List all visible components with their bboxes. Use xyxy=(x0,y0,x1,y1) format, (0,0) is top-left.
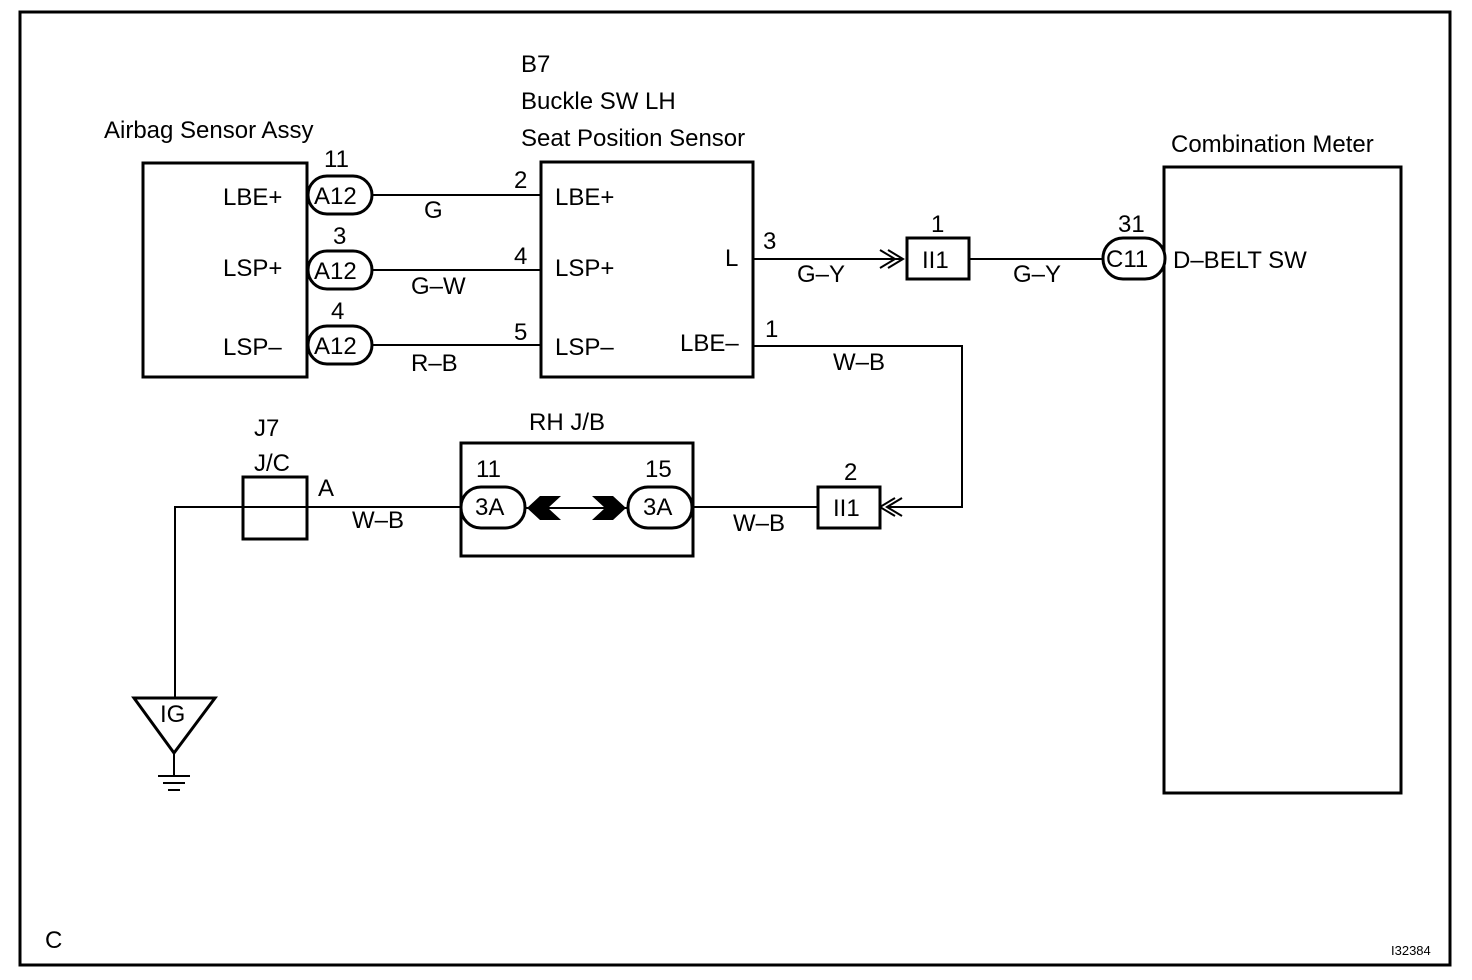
figure-id: I32384 xyxy=(1391,943,1431,958)
buckle-pin-number-1: 1 xyxy=(765,316,778,343)
buckle-pin-lbe-plus: LBE+ xyxy=(555,184,614,211)
airbag-pin-number-4: 4 xyxy=(331,298,344,325)
meter-box xyxy=(1162,165,1403,795)
buckle-pin-number-4: 4 xyxy=(514,243,527,270)
connector-arrow-left-1 xyxy=(885,497,903,517)
buckle-pin-number-2: 2 xyxy=(514,167,527,194)
ii1-top-pin-number: 1 xyxy=(931,211,944,238)
meter-pin-d-belt-sw: D–BELT SW xyxy=(1173,247,1307,274)
wire-to-ground xyxy=(174,506,243,698)
ii1-bottom-pin-number: 2 xyxy=(844,459,857,486)
buckle-pin-lsp-plus: LSP+ xyxy=(555,255,614,282)
rh-jb-chevron-right xyxy=(592,496,626,520)
buckle-box xyxy=(539,160,755,379)
buckle-pin-l: L xyxy=(725,245,738,272)
airbag-pin-lsp-minus: LSP– xyxy=(223,334,282,361)
connector-arrow-right-2 xyxy=(887,249,905,269)
ii1-top-label: II1 xyxy=(922,247,949,274)
connector-arrow-right-1 xyxy=(879,249,897,269)
wire-w-b-3-label: W–B xyxy=(352,507,404,534)
corner-label: C xyxy=(45,927,62,954)
airbag-pin-number-3: 3 xyxy=(333,223,346,250)
wire-g-label: G xyxy=(424,197,443,224)
jc-code: J7 xyxy=(254,415,279,442)
jc-title: J/C xyxy=(254,450,290,477)
ii1-bottom-label: II1 xyxy=(833,495,860,522)
jc-terminal-a: A xyxy=(318,475,334,502)
rh-jb-left-connector-label: 3A xyxy=(475,494,504,521)
wire-g-y-1-label: G–Y xyxy=(797,261,845,288)
buckle-pin-lbe-minus: LBE– xyxy=(680,330,739,357)
ground-ig-label: IG xyxy=(160,701,185,728)
airbag-sensor-box xyxy=(141,161,309,379)
ii1-bottom-connector xyxy=(816,485,882,530)
rh-jb-right-connector-label: 3A xyxy=(643,494,672,521)
meter-pin-number: 31 xyxy=(1118,211,1145,238)
connector-c11 xyxy=(1101,236,1167,281)
airbag-pin-number-11: 11 xyxy=(324,146,349,173)
buckle-pin-number-3: 3 xyxy=(763,228,776,255)
buckle-pin-number-5: 5 xyxy=(514,319,527,346)
airbag-sensor-title: Airbag Sensor Assy xyxy=(104,117,313,144)
rh-jb-chevron-left xyxy=(527,496,561,520)
wire-g-w-label: G–W xyxy=(411,273,466,300)
wire-w-b-1 xyxy=(753,345,963,508)
wire-g-y-2-label: G–Y xyxy=(1013,261,1061,288)
connector-a12-3-label: A12 xyxy=(314,333,357,360)
wire-w-b-2-label: W–B xyxy=(733,510,785,537)
connector-a12-2-label: A12 xyxy=(314,258,357,285)
rh-jb-right-pin: 15 xyxy=(645,456,672,483)
airbag-pin-lsp-plus: LSP+ xyxy=(223,255,282,282)
buckle-title-2: Seat Position Sensor xyxy=(521,125,745,152)
rh-jb-title: RH J/B xyxy=(529,409,605,436)
buckle-code: B7 xyxy=(521,51,550,78)
ii1-top-connector xyxy=(905,236,971,281)
buckle-pin-lsp-minus: LSP– xyxy=(555,334,614,361)
wire-w-b-1-label: W–B xyxy=(833,349,885,376)
meter-title: Combination Meter xyxy=(1171,131,1374,158)
connector-a12-1-label: A12 xyxy=(314,183,357,210)
ground-ig-triangle xyxy=(131,696,218,756)
airbag-pin-lbe-plus: LBE+ xyxy=(223,184,282,211)
rh-jb-left-pin: 11 xyxy=(476,456,501,483)
connector-c11-label: C11 xyxy=(1106,246,1148,273)
buckle-title-1: Buckle SW LH xyxy=(521,88,676,115)
diagram-frame xyxy=(18,10,1452,967)
wire-r-b-label: R–B xyxy=(411,350,458,377)
